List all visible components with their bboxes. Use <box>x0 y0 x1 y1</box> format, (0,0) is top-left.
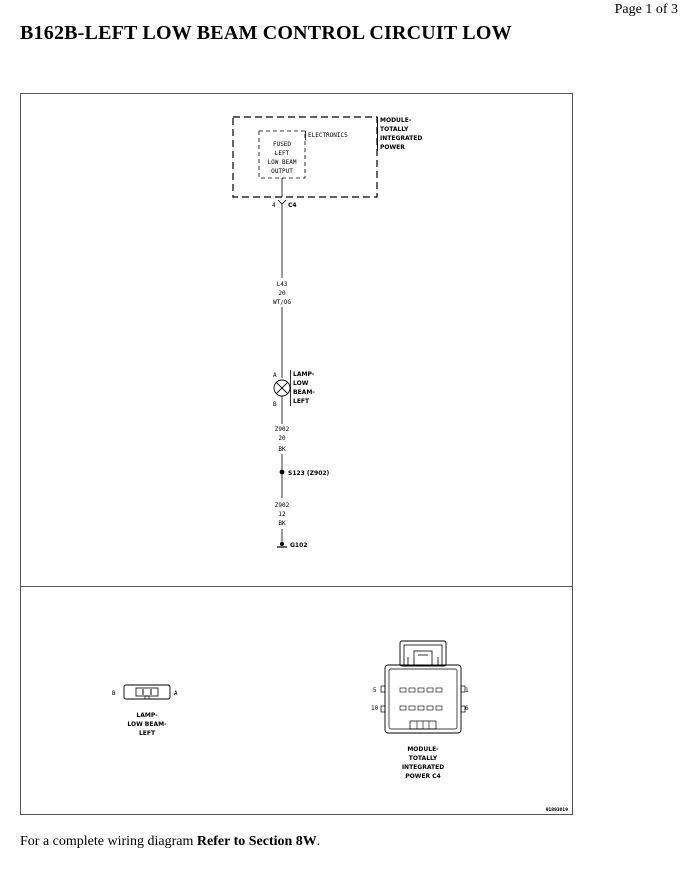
lamp-pin-b: B <box>273 401 277 408</box>
ground-label: G102 <box>290 542 307 549</box>
wire-1-color: WT/OG <box>273 299 291 306</box>
lamp-pin-a: A <box>273 372 277 379</box>
wire-2-gauge: 20 <box>278 435 286 442</box>
wire-3-color: BK <box>278 520 286 527</box>
splice-label: S123 (Z902) <box>288 470 330 477</box>
page-title: B162B-LEFT LOW BEAM CONTROL CIRCUIT LOW <box>20 22 512 44</box>
fused-output-line-1: FUSED <box>273 141 291 148</box>
footer-prefix: For a complete wiring diagram <box>20 834 197 849</box>
lamp-symbol: A B LAMP- LOW BEAM- LEFT <box>273 370 315 408</box>
wire-3-circuit: Z902 <box>275 502 290 509</box>
module-conn-pin-10: 10 <box>371 705 379 712</box>
module-label-line-2: TOTALLY <box>380 126 409 133</box>
lamp-conn-label-3: LEFT <box>139 730 156 737</box>
lamp-label-line-2: LOW <box>293 380 309 387</box>
lamp-label-line-3: BEAM- <box>293 389 315 396</box>
module-tipm-box: MODULE- TOTALLY INTEGRATED POWER <box>232 116 422 198</box>
splice-dot <box>279 469 285 475</box>
fused-output-line-2: LEFT <box>275 150 290 157</box>
module-conn-label-3: INTEGRATED <box>402 764 444 771</box>
module-conn-label-4: POWER C4 <box>405 773 441 780</box>
lamp-conn-label-1: LAMP- <box>136 712 158 719</box>
lamp-label-line-1: LAMP- <box>293 371 315 378</box>
module-label-line-4: POWER <box>380 144 405 151</box>
wire-1-circuit: L43 <box>277 281 288 288</box>
electronics-box: ELECTRONICS FUSED LEFT LOW BEAM OUTPUT <box>258 130 348 197</box>
lamp-conn-label-2: LOW BEAM- <box>127 721 167 728</box>
wire-3-gauge: 12 <box>278 511 286 518</box>
module-conn-label-1: MODULE- <box>407 746 439 753</box>
module-label-line-1: MODULE- <box>380 117 412 124</box>
module-conn-pin-6: 6 <box>465 705 469 712</box>
module-label-line-3: INTEGRATED <box>380 135 422 142</box>
lamp-connector-view: B A LAMP- LOW BEAM- LEFT <box>112 684 178 737</box>
footer-note: For a complete wiring diagram Refer to S… <box>20 834 320 850</box>
electronics-label: ELECTRONICS <box>308 132 348 139</box>
fused-output-line-4: OUTPUT <box>271 168 293 175</box>
figure-id: 91893019 <box>546 807 568 812</box>
wire-2-color: BK <box>278 446 286 453</box>
module-conn-pin-1: 1 <box>465 687 469 694</box>
section-reference-link[interactable]: Refer to Section 8W <box>196 834 317 849</box>
diagram-frame <box>20 93 573 815</box>
ground-symbol: G102 <box>277 542 307 549</box>
lamp-conn-pin-b: B <box>112 690 116 697</box>
footer-suffix: . <box>316 834 321 849</box>
module-conn-pin-5: 5 <box>373 687 377 694</box>
module-c4-connector-view: 5 1 10 6 MODULE- TOTALLY INTEGRATED POWE… <box>371 640 469 780</box>
module-conn-label-2: TOTALLY <box>409 755 438 762</box>
module-pin-number: 4 <box>272 202 276 209</box>
wire-1-gauge: 20 <box>278 290 286 297</box>
lamp-label-line-4: LEFT <box>293 398 310 405</box>
wire-2-circuit: Z902 <box>275 426 290 433</box>
page-indicator: Page 1 of 3 <box>614 2 678 17</box>
connector-c4-pin: 4 C4 <box>272 199 297 209</box>
lamp-conn-pin-a: A <box>174 690 178 697</box>
fused-output-line-3: LOW BEAM <box>268 159 297 166</box>
module-connector-label: C4 <box>288 202 297 209</box>
